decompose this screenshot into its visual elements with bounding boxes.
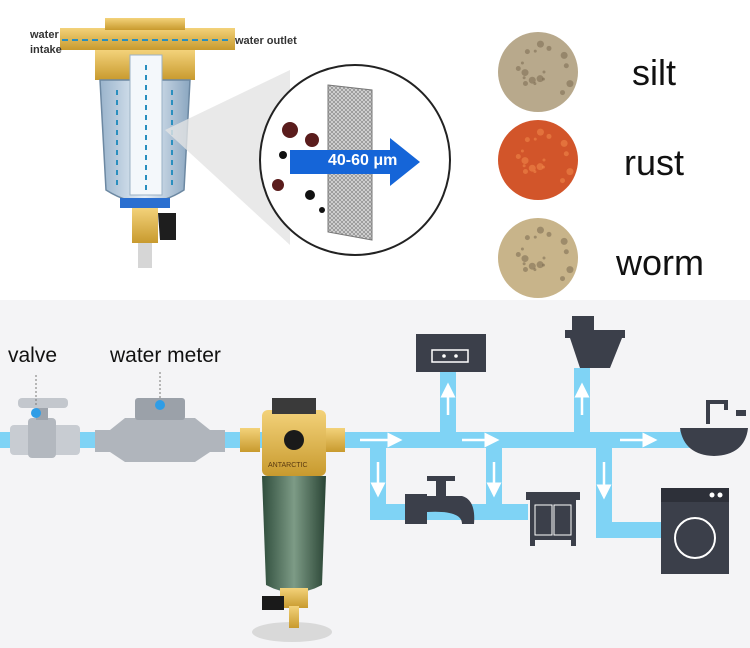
silt-texture [536,40,544,48]
rust-texture [546,133,552,139]
worm-texture [515,252,521,258]
worm-texture [560,276,566,282]
particle [282,122,298,138]
rust-texture [536,163,544,171]
rust-texture [528,164,536,172]
worm-texture [520,247,524,251]
water-meter-illustration [95,372,225,462]
worm-texture [533,235,537,239]
rust-texture [566,168,574,176]
worm-swatch [498,218,578,298]
silt-texture [560,90,566,96]
rust-texture [560,139,568,147]
rust-texture [563,151,569,157]
worm-texture [524,235,530,241]
silt-texture [566,80,574,88]
silt-texture [524,49,530,55]
particle [305,133,319,147]
worm-label: worm [616,242,704,283]
rust-label: rust [624,142,685,183]
water-intake-label: water intake [30,29,62,56]
rust-texture [533,137,537,141]
worm-texture [521,255,529,263]
worm-texture [528,262,536,270]
rust-texture [522,168,528,174]
worm-texture [536,261,544,269]
silt-texture [515,66,521,72]
rust-swatch [498,120,578,200]
faucet-icon [405,476,475,524]
silt-texture [528,76,536,84]
cabinet-icon [526,492,580,546]
rust-texture [542,158,546,162]
worm-texture [560,237,568,245]
water-outlet-label: water outlet [235,35,297,47]
silt-texture [560,51,568,59]
particle [279,151,287,159]
water-meter-label: water meter [110,344,221,367]
contaminant-swatches [498,32,578,298]
micron-label: 40-60 μm [328,152,398,169]
toilet-icon [565,316,625,368]
silt-texture [522,76,526,80]
worm-texture [542,256,546,260]
filter-cross-section [60,18,235,268]
magnifier-beam [165,70,290,245]
particle [305,190,315,200]
silt-texture [546,45,552,51]
electric-water-heater-icon [416,334,486,372]
silt-texture [563,63,569,69]
filter-brand-label: ANTARCTIC [268,462,308,469]
valve-illustration [10,375,80,458]
worm-texture [566,266,574,274]
silt-label: silt [632,52,676,93]
silt-texture [521,69,529,77]
silt-texture [536,75,544,83]
sink-icon [680,400,748,456]
filter-product [240,398,345,642]
particle [272,179,284,191]
valve-label: valve [8,344,58,367]
rust-texture [515,154,521,160]
rust-texture [521,157,529,165]
worm-texture [522,262,526,266]
worm-texture [522,266,528,272]
washing-machine-icon [661,488,729,574]
rust-texture [536,128,544,136]
worm-texture [563,249,569,255]
particle [319,207,325,213]
rust-texture [522,164,526,168]
rust-texture [524,137,530,143]
rust-texture [560,178,566,184]
silt-texture [542,70,546,74]
flow-arrow [290,138,420,186]
worm-texture [536,226,544,234]
silt-texture [533,49,537,53]
rust-texture [520,149,524,153]
silt-swatch [498,32,578,112]
silt-texture [520,61,524,65]
worm-texture [546,231,552,237]
silt-texture [522,80,528,86]
